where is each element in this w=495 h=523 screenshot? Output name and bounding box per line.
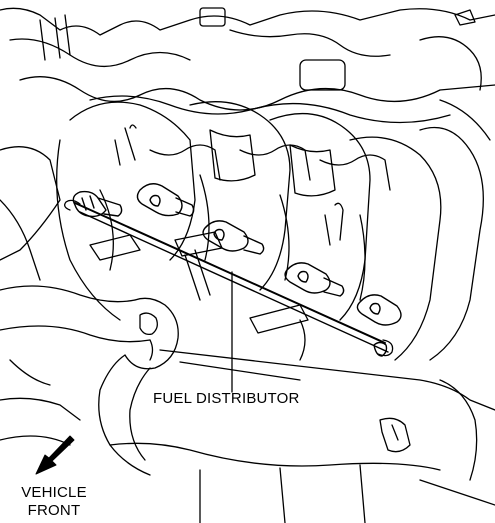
injector-1 (72, 190, 123, 218)
upper-engine-components (0, 7, 495, 361)
rail-brackets (89, 231, 309, 361)
fuel-distributor-callout: FUEL DISTRIBUTOR (153, 390, 300, 407)
fuel-injectors (72, 183, 402, 357)
intake-manifold (56, 101, 442, 361)
injector-4 (284, 262, 345, 297)
vehicle-front-label: VEHICLE FRONT (4, 484, 104, 520)
lower-engine-components (0, 199, 495, 523)
vehicle-front-label-line2: FRONT (27, 502, 81, 519)
injector-5 (356, 294, 402, 357)
injector-3 (202, 220, 265, 255)
vehicle-front-arrow (35, 435, 75, 475)
injector-2 (136, 183, 195, 217)
vehicle-front-label-line1: VEHICLE (21, 484, 87, 501)
